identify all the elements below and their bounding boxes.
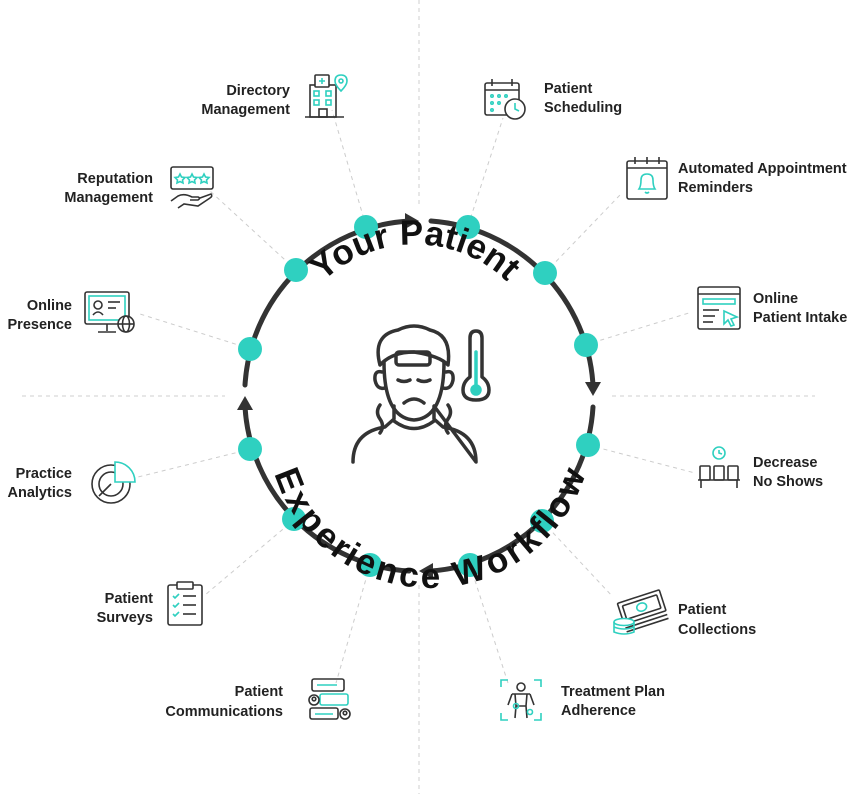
arrowhead-top: [405, 213, 419, 229]
arrowhead-right: [585, 382, 601, 396]
center-title-bottom: Experience Workflow: [267, 462, 594, 596]
svg-text:Patient: Patient: [235, 684, 284, 700]
ring-dot: [533, 261, 557, 285]
ring-dot: [238, 337, 262, 361]
svg-text:Automated Appointment: Automated Appointment: [678, 161, 847, 177]
item-label-patient-communications: Patient Communications: [165, 684, 283, 720]
svg-text:Directory: Directory: [226, 83, 290, 99]
calendar-bell-icon: [626, 157, 668, 200]
pie-chart-icon: [91, 461, 136, 504]
svg-text:Adherence: Adherence: [561, 703, 636, 719]
svg-text:Reminders: Reminders: [678, 180, 753, 196]
ring-arrowheads: [237, 213, 601, 579]
hand-stars-icon: [170, 166, 214, 209]
ring-dot: [458, 553, 482, 577]
connector-lines: [137, 109, 696, 684]
item-label-patient-scheduling: Patient Scheduling: [544, 81, 622, 116]
item-label-decrease-no-shows: Decrease No Shows: [753, 455, 823, 490]
item-label-reputation-management: Reputation Management: [64, 171, 153, 206]
hospital-location-icon: [305, 74, 348, 118]
item-label-directory-management: Directory Management: [201, 83, 290, 118]
svg-text:Surveys: Surveys: [97, 610, 153, 626]
svg-text:Decrease: Decrease: [753, 455, 818, 471]
ring-dot: [238, 437, 262, 461]
ring-dot: [282, 507, 306, 531]
waiting-room-chairs-icon: [698, 446, 740, 488]
body-scan-icon: [500, 679, 542, 721]
item-label-automated-appointment-reminders: Automated Appointment Reminders: [678, 161, 847, 196]
svg-text:Treatment Plan: Treatment Plan: [561, 684, 665, 700]
sick-patient-icon: [351, 324, 491, 464]
svg-text:Collections: Collections: [678, 622, 756, 638]
svg-text:Patient: Patient: [678, 602, 727, 618]
svg-text:Communications: Communications: [165, 704, 283, 720]
svg-text:Management: Management: [64, 190, 153, 206]
svg-text:Management: Management: [201, 102, 290, 118]
quadrant-dividers: [22, 0, 815, 794]
ring-dot: [354, 215, 378, 239]
web-form-cursor-icon: [697, 286, 741, 330]
arrowhead-bottom: [419, 563, 433, 579]
svg-text:Scheduling: Scheduling: [544, 100, 622, 116]
ring-dots: [238, 215, 600, 577]
clipboard-checklist-icon: [167, 581, 203, 626]
svg-text:Patient: Patient: [105, 591, 154, 607]
item-label-patient-collections: Patient Collections: [678, 602, 756, 638]
ring-dot: [576, 433, 600, 457]
svg-text:No Shows: No Shows: [753, 474, 823, 490]
ring-dot: [284, 258, 308, 282]
item-label-patient-surveys: Patient Surveys: [97, 591, 154, 626]
svg-text:Analytics: Analytics: [8, 485, 72, 501]
ring-dot: [358, 553, 382, 577]
item-label-online-presence: Online Presence: [8, 298, 73, 333]
svg-text:Presence: Presence: [8, 317, 73, 333]
center-title-top: Your Patient: [303, 213, 528, 288]
calendar-clock-icon: [484, 79, 526, 120]
ring-dot: [574, 333, 598, 357]
svg-text:Online: Online: [753, 291, 798, 307]
svg-text:Online: Online: [27, 298, 72, 314]
arrowhead-left: [237, 396, 253, 410]
chat-users-icon: [308, 678, 351, 720]
svg-text:Reputation: Reputation: [77, 171, 153, 187]
item-label-practice-analytics: Practice Analytics: [8, 466, 72, 501]
item-label-online-patient-intake: Online Patient Intake: [753, 291, 847, 326]
svg-text:Practice: Practice: [16, 466, 72, 482]
cash-coins-icon: [613, 589, 669, 635]
ring-dot: [530, 509, 554, 533]
svg-text:Patient Intake: Patient Intake: [753, 310, 847, 326]
svg-text:Patient: Patient: [544, 81, 593, 97]
monitor-globe-icon: [84, 291, 135, 333]
item-label-treatment-plan-adherence: Treatment Plan Adherence: [561, 684, 665, 719]
ring-dot: [456, 215, 480, 239]
